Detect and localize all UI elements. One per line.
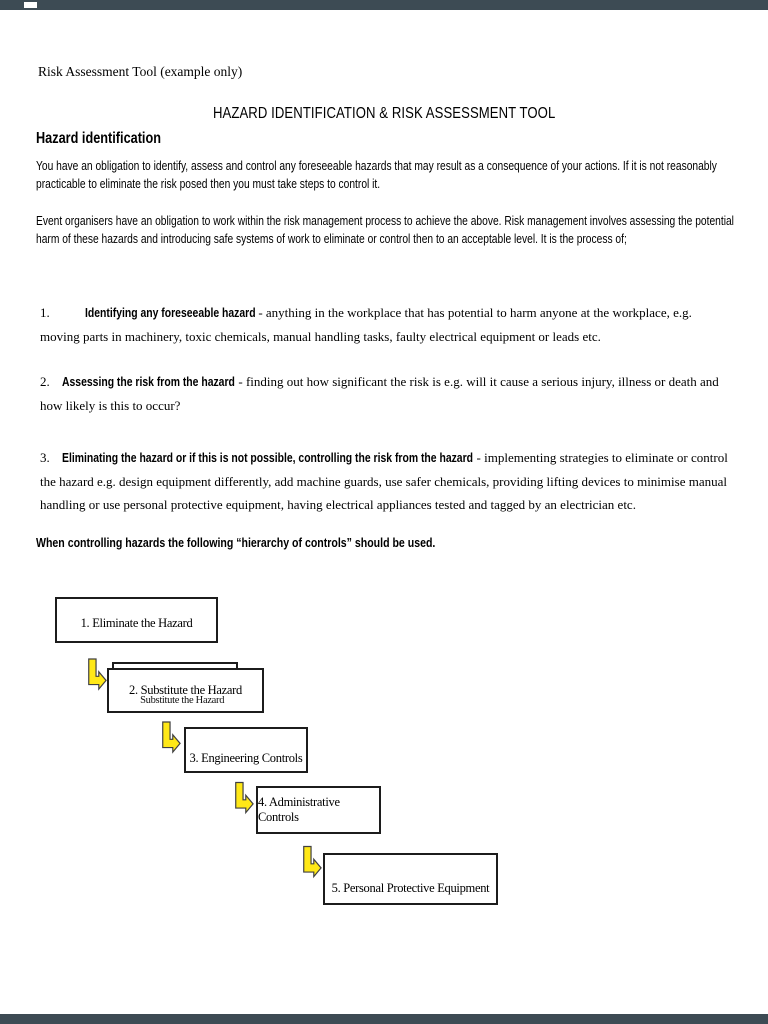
list-number: 2. (40, 374, 50, 389)
hierarchy-box-eliminate: 1. Eliminate the Hazard (55, 597, 218, 643)
list-text: - anything in the workplace that has pot… (40, 305, 692, 344)
bent-arrow-shape (162, 721, 181, 754)
list-lead: Identifying any foreseeable hazard (84, 306, 256, 320)
hierarchy-box-label: 2. Substitute the Hazard (129, 683, 242, 697)
list-item: 3. Eliminating the hazard or if this is … (40, 446, 734, 516)
bent-arrow-icon (303, 845, 322, 879)
list-number: 3. (40, 450, 50, 465)
hierarchy-box-ppe: 5. Personal Protective Equipment (323, 853, 498, 905)
intro-paragraph: Event organisers have an obligation to w… (36, 214, 734, 246)
list-item: 1. Identifying any foreseeable hazard - … (40, 301, 734, 349)
bent-arrow-icon (162, 721, 181, 754)
bent-arrow-shape (235, 781, 254, 815)
viewer-top-bar (0, 0, 768, 10)
hierarchy-box-label: 1. Eliminate the Hazard (80, 616, 193, 630)
header-note: Risk Assessment Tool (example only) (38, 64, 243, 79)
viewer-bottom-bar (0, 1014, 768, 1024)
page-title: HAZARD IDENTIFICATION & RISK ASSESSMENT … (212, 105, 556, 122)
intro-paragraph: You have an obligation to identify, asse… (36, 159, 717, 191)
hierarchy-intro: When controlling hazards the following “… (36, 535, 436, 550)
hierarchy-box-label: 4. Administrative Controls (258, 795, 340, 824)
hierarchy-box-substitute: 2. Substitute the Hazard Substitute the … (107, 668, 264, 713)
list-lead: Eliminating the hazard or if this is not… (62, 451, 474, 465)
list-lead: Assessing the risk from the hazard (62, 375, 236, 389)
hierarchy-box-engineering: 3. Engineering Controls (184, 727, 308, 773)
bent-arrow-icon (235, 781, 254, 815)
bent-arrow-shape (303, 845, 322, 879)
list-item: 2. Assessing the risk from the hazard - … (40, 370, 734, 418)
bent-arrow-shape (88, 658, 107, 691)
hierarchy-box-ghost-label: Substitute the Hazard (140, 695, 225, 706)
list-number: 1. (40, 305, 50, 320)
hierarchy-box-administrative: 4. Administrative Controls (256, 786, 381, 834)
viewer-scroll-notch (24, 2, 37, 8)
hierarchy-box-label: 5. Personal Protective Equipment (331, 881, 490, 895)
bent-arrow-icon (88, 658, 107, 691)
section-heading: Hazard identification (36, 130, 161, 147)
hierarchy-box-label: 3. Engineering Controls (189, 751, 303, 765)
list-text: - implementing strategies to eliminate o… (40, 450, 728, 512)
list-text: - finding out how significant the risk i… (40, 374, 719, 413)
